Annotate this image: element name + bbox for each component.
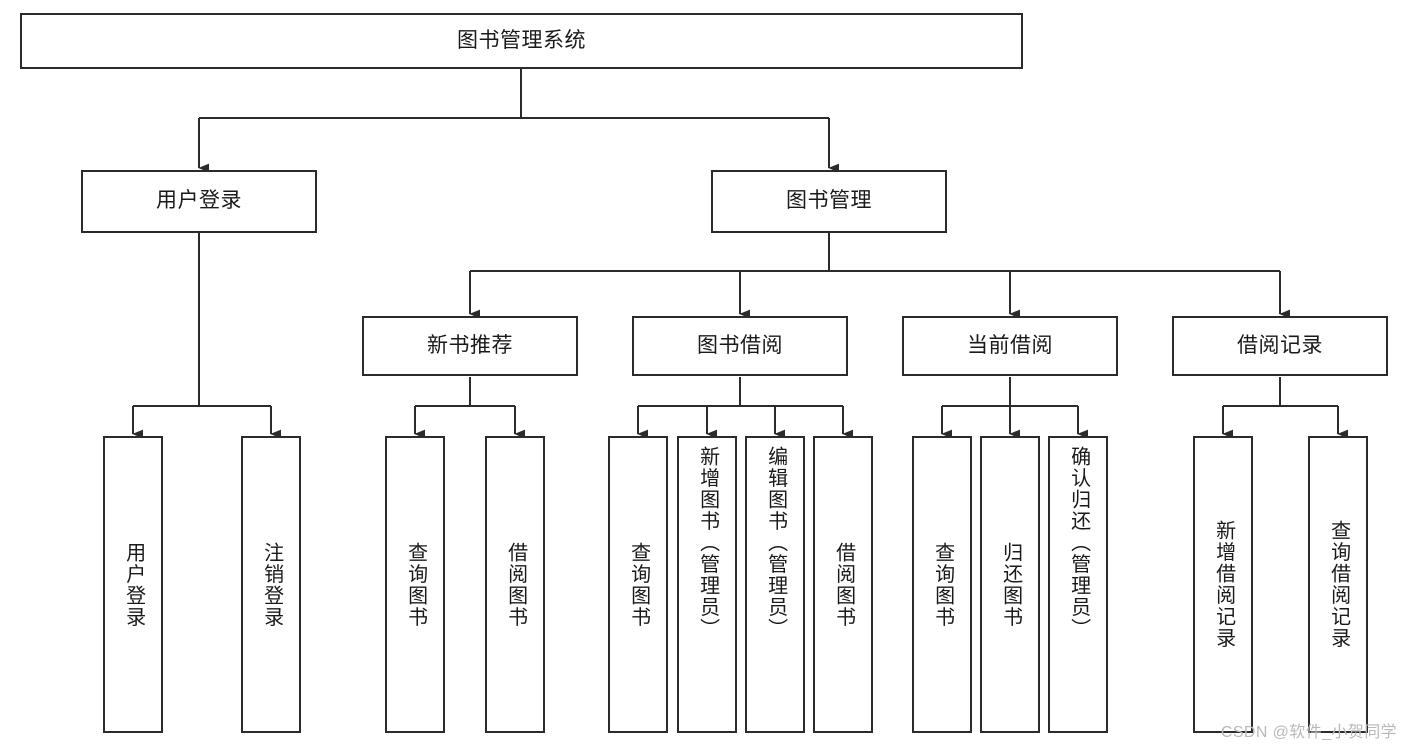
node-current-borrow[interactable]: 当前借阅 [902,316,1118,376]
node-current-borrow-label: 当前借阅 [967,333,1053,357]
node-borrow-record-label: 借阅记录 [1237,333,1323,357]
leaf-record-query[interactable]: 查询借阅记录 [1308,436,1368,733]
leaf-record-add[interactable]: 新增借阅记录 [1193,436,1253,733]
leaf-user-login-signout[interactable]: 注销登录 [241,436,301,733]
node-book-management-label: 图书管理 [786,189,872,213]
node-user-login-label: 用户登录 [156,189,242,213]
watermark: CSDN @软件_小贺同学 [1220,724,1397,741]
leaf-borrow-add-book[interactable]: 新增图书（管理员） [677,436,737,733]
leaf-current-return-book-label: 归还图书 [999,541,1022,628]
node-book-borrow-label: 图书借阅 [697,333,783,357]
leaf-borrow-borrow-book[interactable]: 借阅图书 [813,436,873,733]
leaf-borrow-edit-book-label: 编辑图书（管理员） [764,446,787,640]
leaf-current-return-book[interactable]: 归还图书 [980,436,1040,733]
leaf-new-book-query-label: 查询图书 [404,541,427,628]
leaf-current-query-book[interactable]: 查询图书 [912,436,972,733]
node-root[interactable]: 图书管理系统 [20,13,1023,69]
node-new-book-recommend-label: 新书推荐 [427,333,513,357]
node-new-book-recommend[interactable]: 新书推荐 [362,316,578,376]
leaf-new-book-borrow-label: 借阅图书 [504,541,527,628]
node-user-login[interactable]: 用户登录 [81,170,317,233]
leaf-borrow-query-book-label: 查询图书 [627,541,650,628]
leaf-current-confirm-return[interactable]: 确认归还（管理员） [1048,436,1108,733]
leaf-record-add-label: 新增借阅记录 [1212,520,1235,649]
leaf-user-login-signin[interactable]: 用户登录 [103,436,163,733]
node-root-label: 图书管理系统 [457,28,586,52]
leaf-current-query-book-label: 查询图书 [931,541,954,628]
leaf-user-login-signout-label: 注销登录 [260,541,283,628]
leaf-borrow-query-book[interactable]: 查询图书 [608,436,668,733]
leaf-current-confirm-return-label: 确认归还（管理员） [1067,446,1090,640]
leaf-borrow-edit-book[interactable]: 编辑图书（管理员） [745,436,805,733]
leaf-user-login-signin-label: 用户登录 [122,541,145,628]
leaf-new-book-query[interactable]: 查询图书 [385,436,445,733]
node-book-management[interactable]: 图书管理 [711,170,947,233]
leaf-borrow-add-book-label: 新增图书（管理员） [696,446,719,640]
leaf-new-book-borrow[interactable]: 借阅图书 [485,436,545,733]
node-book-borrow[interactable]: 图书借阅 [632,316,848,376]
leaf-borrow-borrow-book-label: 借阅图书 [832,541,855,628]
leaf-record-query-label: 查询借阅记录 [1327,520,1350,649]
node-borrow-record[interactable]: 借阅记录 [1172,316,1388,376]
